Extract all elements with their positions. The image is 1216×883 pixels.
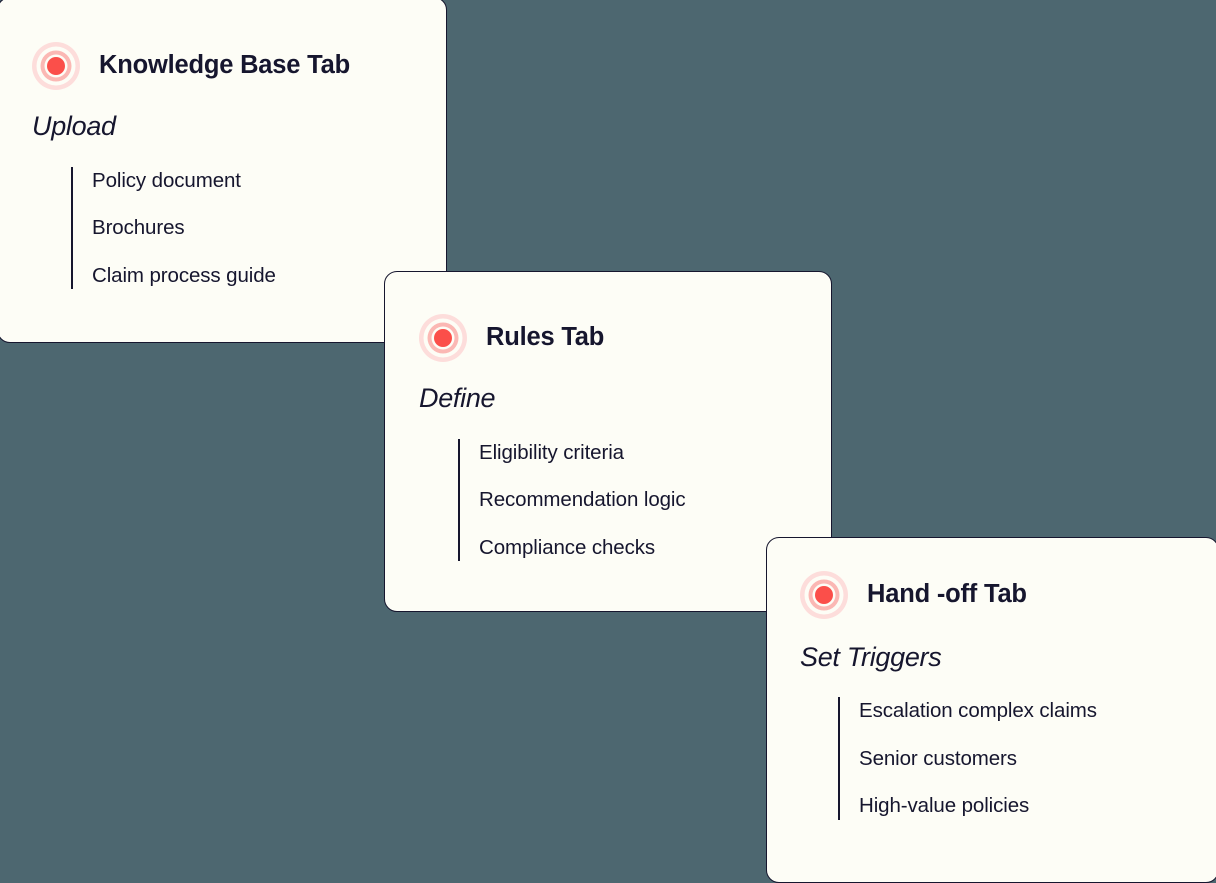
target-icon — [800, 571, 848, 619]
target-icon — [419, 314, 467, 362]
card-body: Knowledge Base Tab Upload Policy documen… — [32, 0, 446, 342]
list-item: Recommendation logic — [479, 488, 686, 512]
card-subtitle: Upload — [32, 111, 116, 141]
card-list: Policy document Brochures Claim process … — [71, 167, 438, 289]
list-item: Senior customers — [859, 746, 1017, 770]
card-title: Hand -off Tab — [867, 580, 1027, 609]
card-list: Eligibility criteria Recommendation logi… — [458, 439, 823, 561]
card-list: Escalation complex claims Senior custome… — [838, 697, 1148, 821]
list-item: Claim process guide — [92, 263, 276, 287]
card-header: Rules Tab — [419, 314, 604, 362]
target-icon — [32, 42, 80, 90]
card-hand-off-tab[interactable]: Hand -off Tab Set Triggers Escalation co… — [766, 537, 1216, 883]
card-body: Hand -off Tab Set Triggers Escalation co… — [800, 538, 1216, 882]
list-item: Brochures — [92, 216, 185, 240]
card-rules-tab[interactable]: Rules Tab Define Eligibility criteria Re… — [384, 271, 832, 612]
card-title: Rules Tab — [486, 323, 605, 352]
card-body: Rules Tab Define Eligibility criteria Re… — [419, 272, 831, 611]
list-item: Escalation complex claims — [859, 699, 1097, 722]
card-knowledge-base-tab[interactable]: Knowledge Base Tab Upload Policy documen… — [0, 0, 447, 343]
list-item: High-value policies — [859, 794, 1030, 818]
card-subtitle: Set Triggers — [800, 642, 942, 672]
card-title: Knowledge Base Tab — [99, 51, 350, 80]
list-item: Policy document — [92, 169, 241, 192]
card-header: Knowledge Base Tab — [32, 42, 350, 90]
card-header: Hand -off Tab — [800, 571, 1027, 619]
card-subtitle: Define — [419, 383, 496, 413]
list-item: Compliance checks — [479, 535, 656, 559]
list-item: Eligibility criteria — [479, 441, 624, 464]
